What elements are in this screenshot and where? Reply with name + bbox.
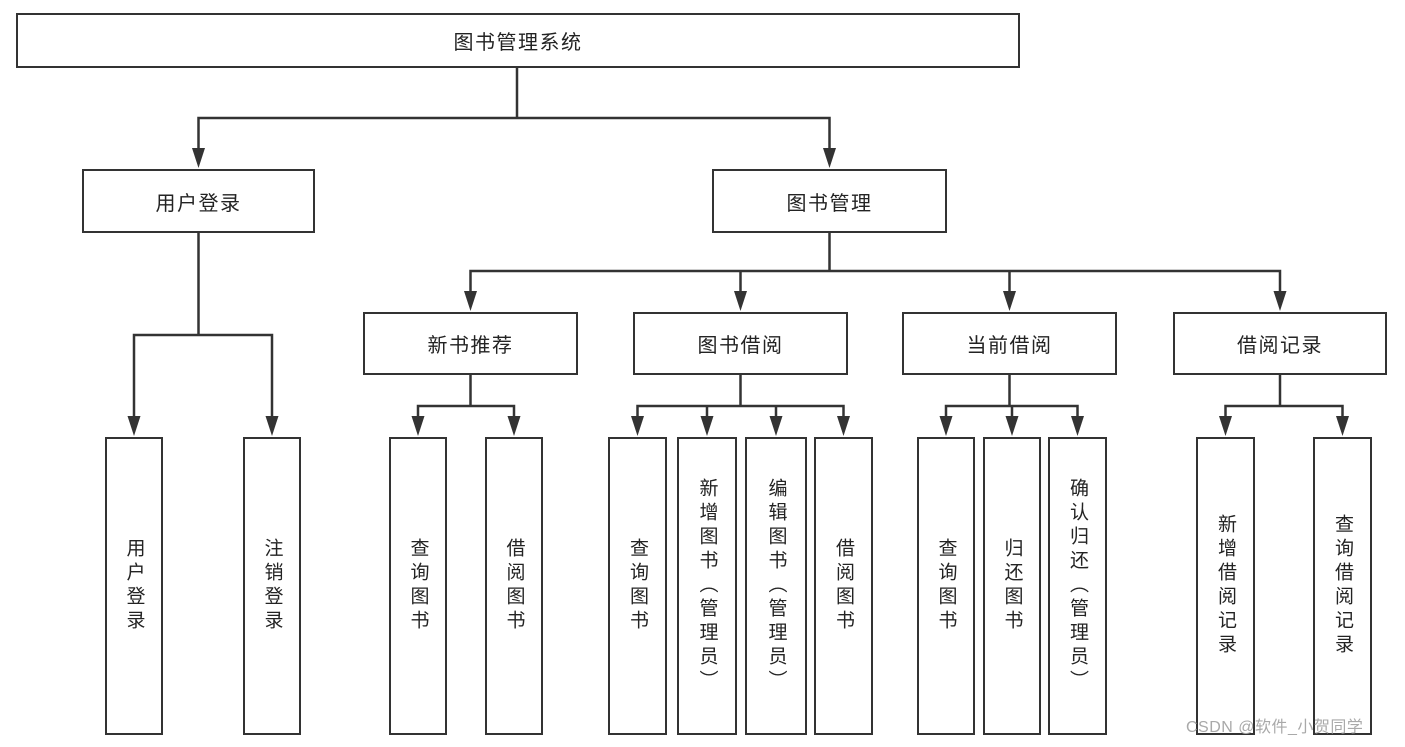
leaf-label: 借阅图书 xyxy=(833,538,854,634)
leaf-label: 注销登录 xyxy=(261,538,283,634)
arrowhead xyxy=(939,416,953,436)
arrowhead xyxy=(1219,416,1232,436)
arrowhead xyxy=(734,291,747,311)
arrowhead xyxy=(507,416,521,436)
connector-root-to-level2 xyxy=(197,66,831,150)
leaf-add-book-admin: 新增图书（管理员） xyxy=(677,437,737,735)
leaf-borrow-books-borrowing: 借阅图书 xyxy=(814,437,873,735)
leaf-query-books-borrowing: 查询图书 xyxy=(608,437,667,735)
leaf-label: 新增借阅记录 xyxy=(1215,514,1236,658)
leaf-query-books-recommend: 查询图书 xyxy=(389,437,447,735)
arrowhead xyxy=(1273,291,1287,311)
leaf-return-books: 归还图书 xyxy=(983,437,1041,735)
node-user-login-branch: 用户登录 xyxy=(82,169,315,233)
arrowhead xyxy=(411,416,425,436)
arrowhead xyxy=(1003,291,1016,311)
leaf-label: 归还图书 xyxy=(1001,538,1023,634)
node-library-management-system: 图书管理系统 xyxy=(16,13,1020,68)
node-book-management-branch: 图书管理 xyxy=(712,169,947,233)
arrowhead xyxy=(769,416,783,436)
leaf-label: 用户登录 xyxy=(123,538,145,634)
arrowhead xyxy=(1005,416,1019,436)
leaf-label: 查询图书 xyxy=(407,538,429,634)
leaf-logout: 注销登录 xyxy=(243,437,301,735)
connector-current-to-leaves xyxy=(944,375,1079,420)
leaf-confirm-return-admin: 确认归还（管理员） xyxy=(1048,437,1107,735)
arrowhead xyxy=(631,416,644,436)
connector-user-login-to-leaves xyxy=(132,233,274,420)
leaf-edit-book-admin: 编辑图书（管理员） xyxy=(745,437,807,735)
arrowhead xyxy=(192,148,205,168)
connector-records-to-leaves xyxy=(1224,375,1344,420)
leaf-label: 查询借阅记录 xyxy=(1332,514,1353,658)
arrowhead xyxy=(127,416,141,436)
leaf-borrow-books-recommend: 借阅图书 xyxy=(485,437,543,735)
leaf-label: 确认归还（管理员） xyxy=(1067,478,1088,694)
leaf-label: 查询图书 xyxy=(935,538,957,634)
leaf-label: 查询图书 xyxy=(627,538,648,634)
arrowhead xyxy=(700,416,714,436)
arrowhead xyxy=(823,148,836,168)
arrowhead xyxy=(837,416,850,436)
arrowhead xyxy=(1071,416,1084,436)
leaf-label: 编辑图书（管理员） xyxy=(765,478,787,694)
arrowhead xyxy=(464,291,477,311)
leaf-add-borrow-record: 新增借阅记录 xyxy=(1196,437,1255,735)
connector-borrowing-to-leaves xyxy=(636,375,845,420)
leaf-label: 借阅图书 xyxy=(503,538,525,634)
arrowhead xyxy=(1336,416,1349,436)
arrowhead xyxy=(265,416,279,436)
node-borrowing-records: 借阅记录 xyxy=(1173,312,1387,375)
watermark: CSDN @软件_小贺同学 xyxy=(1186,719,1364,736)
connector-book-mgmt-to-level3 xyxy=(469,233,1282,293)
node-current-borrowing: 当前借阅 xyxy=(902,312,1117,375)
leaf-label: 新增图书（管理员） xyxy=(696,478,718,694)
leaf-query-books-current: 查询图书 xyxy=(917,437,975,735)
connector-recommend-to-leaves xyxy=(416,375,516,420)
node-new-book-recommend: 新书推荐 xyxy=(363,312,578,375)
arrowheads xyxy=(127,148,1349,436)
leaf-query-borrow-record: 查询借阅记录 xyxy=(1313,437,1372,735)
node-book-borrowing: 图书借阅 xyxy=(633,312,848,375)
leaf-user-login: 用户登录 xyxy=(105,437,163,735)
